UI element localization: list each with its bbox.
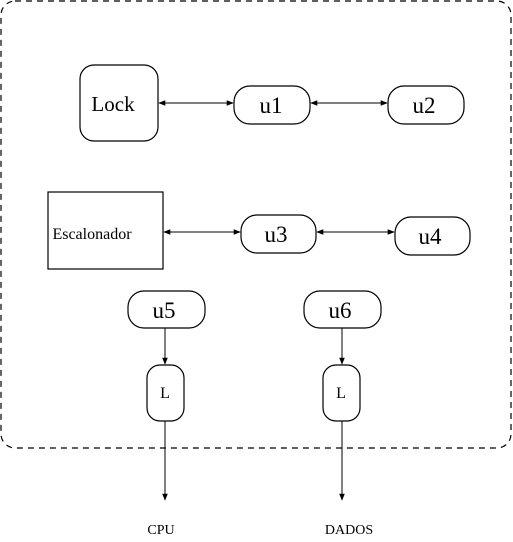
u5-node: u5 [127,290,206,329]
l-left-node: L [146,364,185,422]
l-right-label: L [336,385,346,402]
u6-label: u6 [329,298,352,323]
lock-label: Lock [91,92,135,116]
u3-label: u3 [265,222,288,247]
dados-label: DADOS [325,523,373,538]
u3-node: u3 [240,214,317,254]
u6-node: u6 [303,290,382,329]
u1-label: u1 [260,93,283,118]
u4-node: u4 [394,216,471,256]
u2-label: u2 [413,93,436,118]
escalonador-node: Escalonador [47,191,164,270]
u1-node: u1 [233,85,311,125]
lock-node: Lock [79,64,159,142]
u4-label: u4 [419,224,443,249]
l-right-node: L [322,364,361,422]
cpu-label: CPU [147,523,174,538]
u5-label: u5 [153,298,176,323]
escalonador-label: Escalonador [52,226,132,243]
l-left-label: L [160,385,170,402]
u2-node: u2 [387,85,465,125]
